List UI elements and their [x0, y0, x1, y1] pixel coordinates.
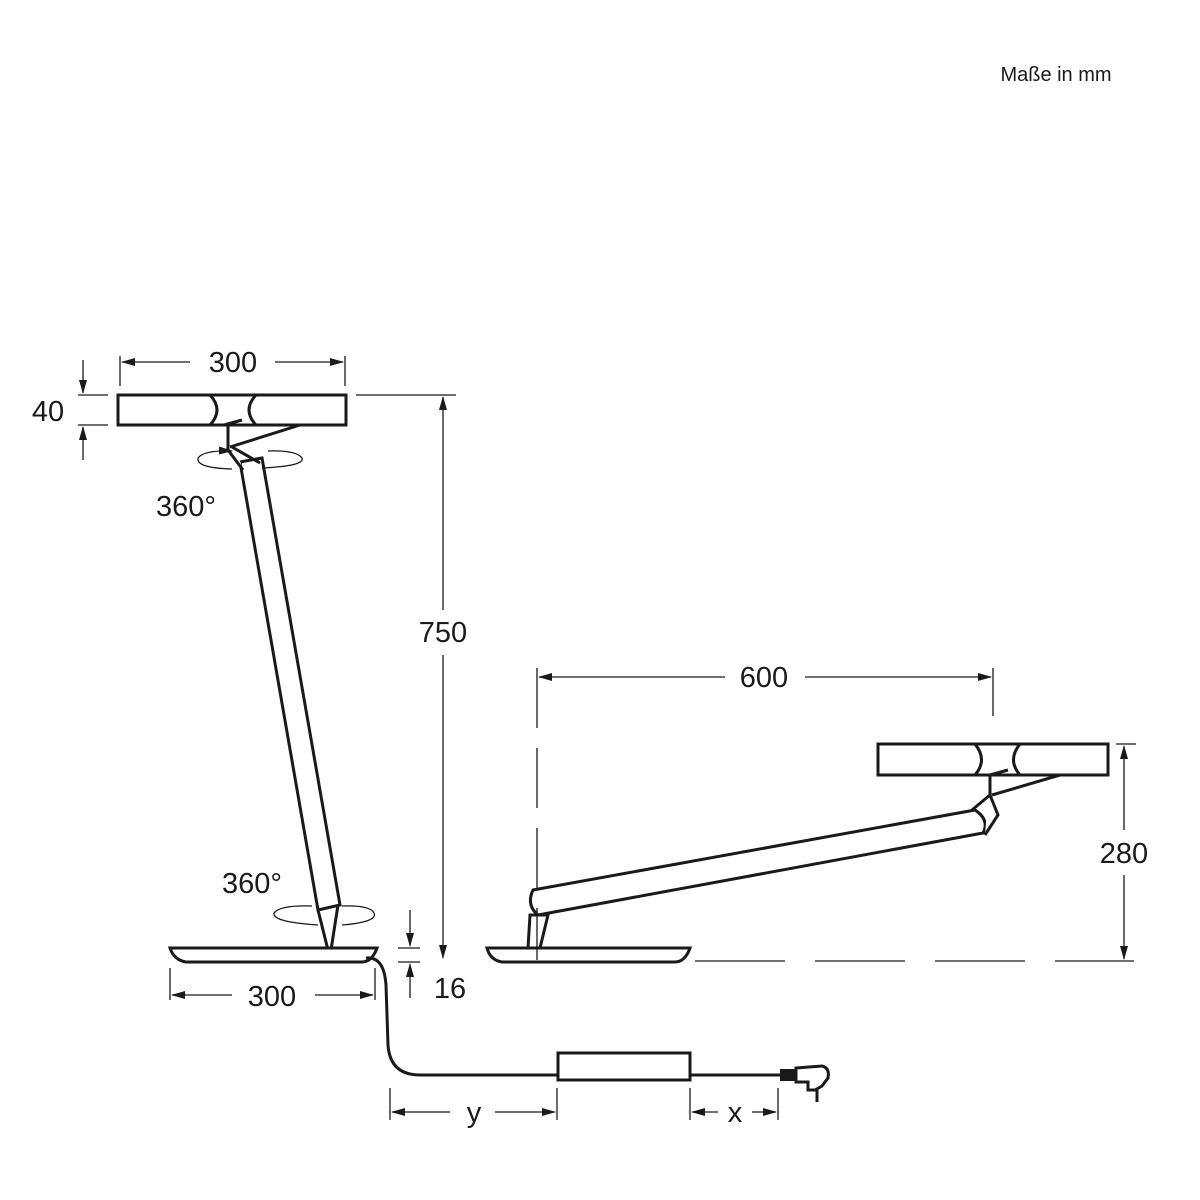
extended-post: [526, 913, 550, 950]
standing-arm: [238, 456, 342, 912]
standing-base: [167, 946, 380, 964]
extended-dimensions: 600 280: [536, 662, 1148, 962]
power-adapter: [556, 1051, 692, 1082]
cable-length-x-label: x: [728, 1097, 743, 1129]
head-height-label: 40: [32, 396, 64, 428]
head-rotation-label: 360°: [156, 491, 216, 523]
extended-lamp: [485, 742, 1110, 964]
extended-height-label: 280: [1100, 838, 1148, 870]
rotate-arrow-icon: [273, 905, 319, 926]
standing-arm-lower: [316, 904, 340, 952]
extended-lamp-head: [876, 742, 1110, 777]
cable-length-y-label: y: [467, 1097, 482, 1129]
reach-label: 600: [740, 662, 788, 694]
power-cable: y x: [365, 956, 830, 1129]
standing-lamp-head: [116, 393, 348, 427]
standing-dimensions: 300 40 360° 360° 750 300 16: [32, 347, 467, 1013]
rotate-arrow-icon: [197, 446, 233, 470]
extended-head-joint: [971, 773, 1061, 836]
base-width-label: 300: [248, 981, 296, 1013]
total-height-label: 750: [419, 617, 467, 649]
extended-base: [485, 946, 693, 964]
head-width-label: 300: [209, 347, 257, 379]
extended-arm: [528, 808, 987, 917]
units-note: Maße in mm: [1000, 64, 1111, 86]
plug-icon: [780, 1064, 830, 1102]
rotate-arrow-icon: [341, 905, 376, 926]
standing-lamp: [116, 393, 380, 964]
rotate-arrow-icon: [261, 450, 303, 469]
base-rotation-label: 360°: [222, 868, 282, 900]
base-height-label: 16: [434, 973, 466, 1005]
